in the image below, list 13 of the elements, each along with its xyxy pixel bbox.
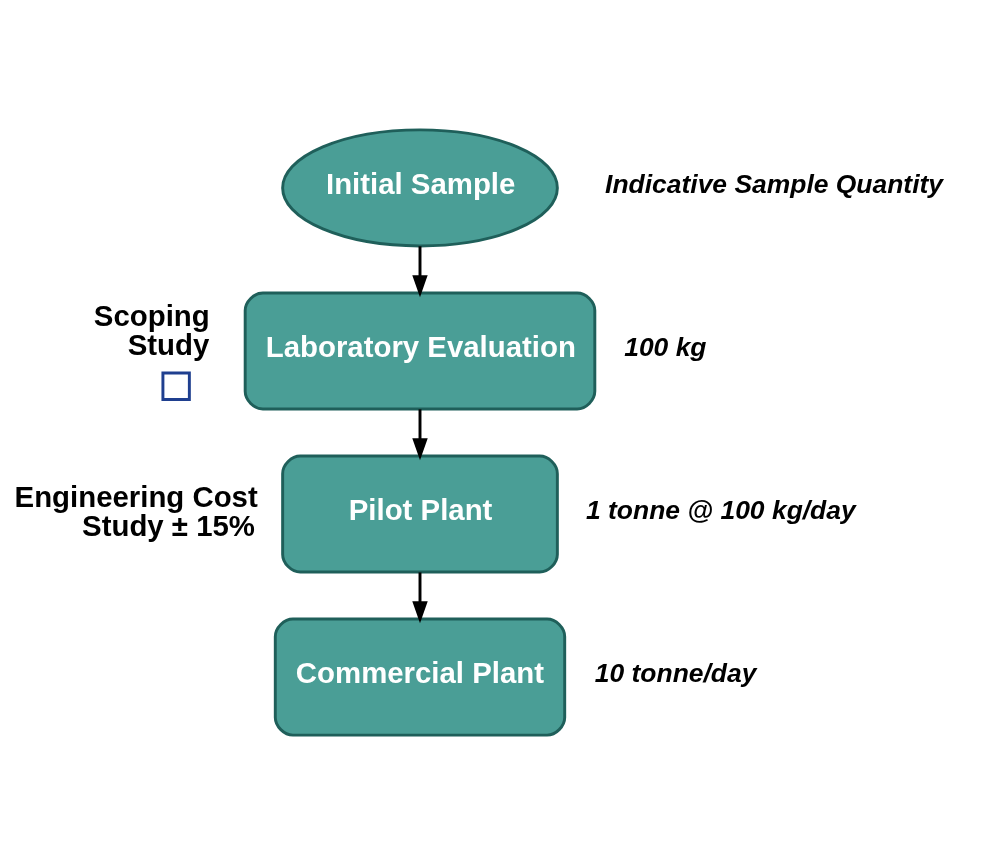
label: Engineering Cost Study ± 15% [14,479,258,543]
node-box: Commercial Plant [273,617,567,737]
label: Indicative Sample Quantity [605,168,944,199]
node-label: 10 tonne/day [594,658,757,689]
arrow [412,246,428,298]
arrow [412,572,428,624]
node-box: Pilot Plant [281,454,559,574]
label: Scoping Study [93,298,210,362]
node-label: 1 tonne @ 100 kg/day [586,495,856,526]
arrow [412,409,428,461]
node-ellipse: Initial Sample [281,128,559,248]
node-box: Laboratory Evaluation [243,291,597,411]
node-label: 100 kg [624,331,707,362]
